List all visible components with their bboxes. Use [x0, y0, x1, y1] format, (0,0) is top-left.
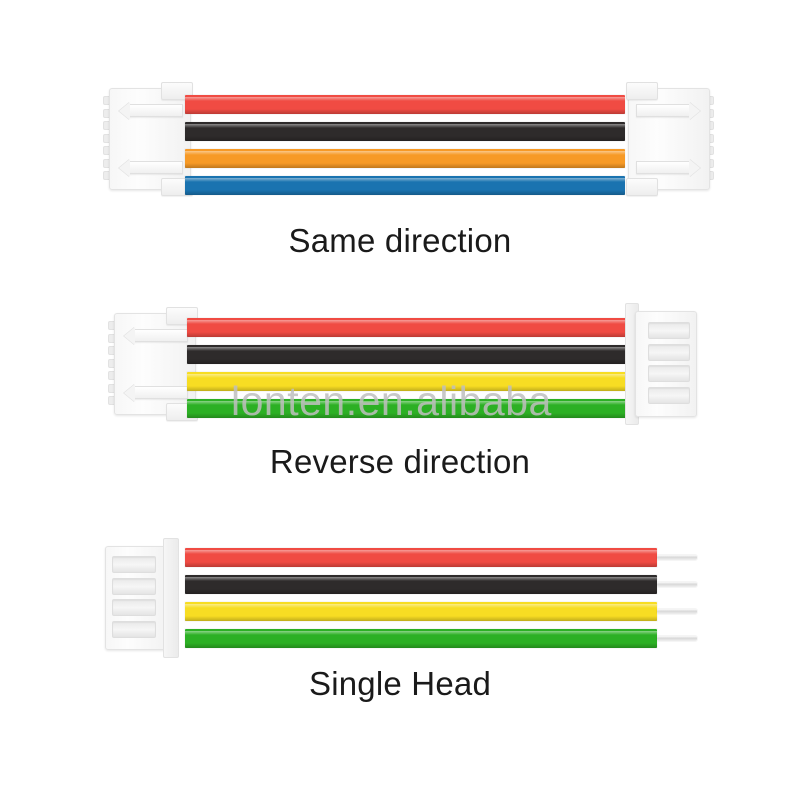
latch-tab-bottom — [636, 161, 690, 174]
wire-black — [185, 122, 625, 141]
caption-same-direction: Same direction — [288, 222, 512, 259]
connector-right-reverse-view — [625, 303, 697, 425]
wire-lead-red — [657, 555, 697, 560]
caption-single-head: Single Head — [309, 665, 491, 702]
connector-left-front-view — [108, 307, 200, 421]
variant-same-direction: Same direction — [0, 0, 800, 259]
cable-assembly-same-direction — [0, 0, 800, 215]
wire-red — [187, 318, 632, 337]
wire-blue — [185, 176, 625, 195]
variant-reverse-direction: Reverse direction — [0, 225, 800, 480]
caption-reverse-direction: Reverse direction — [269, 443, 531, 480]
housing-slot-windows — [112, 552, 156, 642]
housing-rib-edge — [103, 96, 112, 180]
latch-tab-top — [636, 104, 690, 117]
wire-yellow — [185, 602, 657, 621]
latch-tab-top — [129, 104, 183, 117]
wire-red — [185, 548, 657, 567]
housing-slot-windows — [648, 317, 690, 409]
housing-flange-bottom — [626, 178, 658, 196]
latch-tab-bottom — [134, 386, 188, 399]
wire-black — [187, 345, 632, 364]
connector-right-front-view — [622, 82, 714, 196]
wire-green — [187, 399, 632, 418]
wire-red — [185, 95, 625, 114]
cable-assembly-reverse-direction — [0, 225, 800, 440]
connector-left-front-view — [103, 82, 195, 196]
variant-single-head: Single Head — [0, 460, 800, 702]
wire-green — [185, 629, 657, 648]
wire-lead-black — [657, 582, 697, 587]
wire-lead-yellow — [657, 609, 697, 614]
wire-yellow — [187, 372, 632, 391]
latch-tab-bottom — [129, 161, 183, 174]
housing-key-rail — [163, 538, 179, 658]
housing-flange-top — [626, 82, 658, 100]
wire-black — [185, 575, 657, 594]
connector-left-reverse-view — [105, 538, 179, 658]
latch-tab-top — [134, 329, 188, 342]
cable-assembly-single-head — [0, 460, 800, 665]
wire-orange — [185, 149, 625, 168]
wire-lead-green — [657, 636, 697, 641]
